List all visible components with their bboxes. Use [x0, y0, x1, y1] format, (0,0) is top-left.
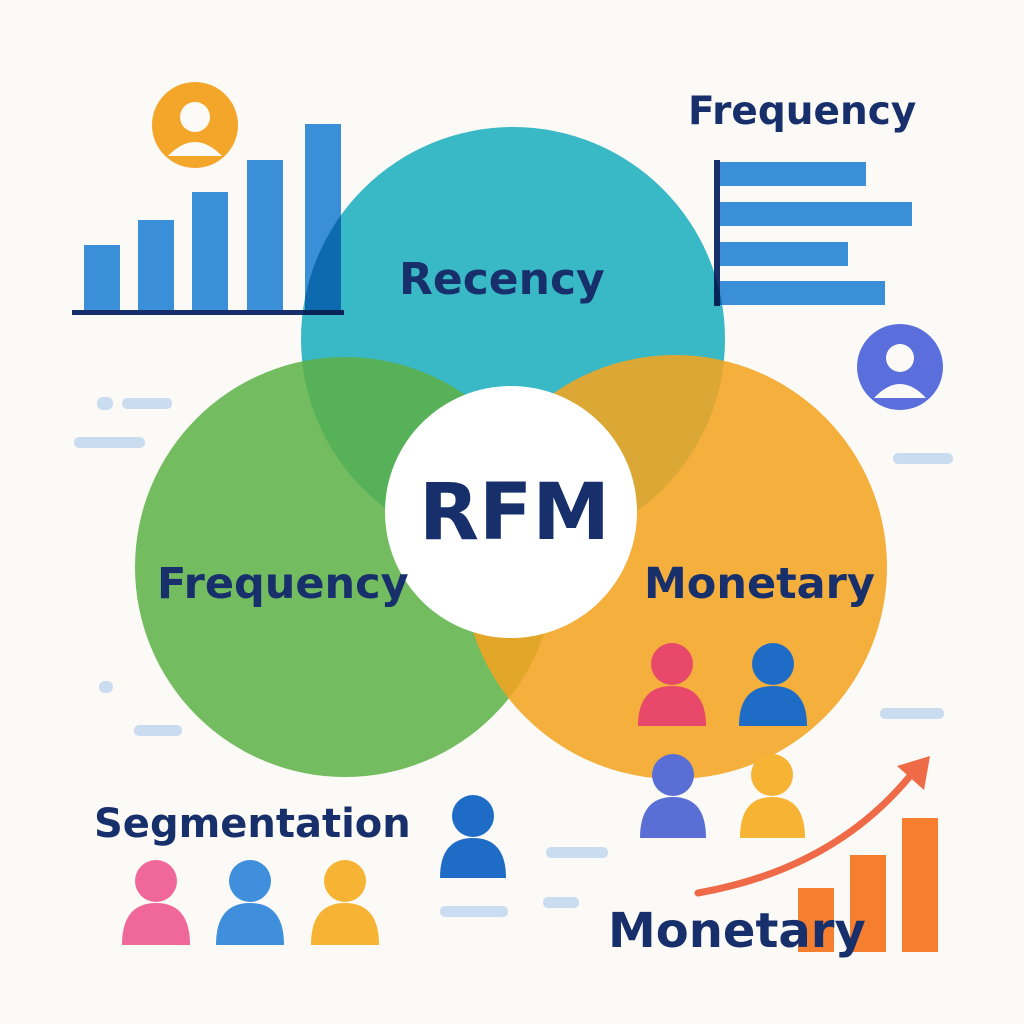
rfm-center-label: RFM — [419, 468, 610, 558]
user-avatar-icon — [857, 324, 943, 410]
horizontal-bar-chart-icon — [714, 160, 912, 306]
placeholder-lines — [74, 397, 953, 917]
person-icon — [440, 795, 506, 878]
person-icon — [638, 643, 706, 726]
rfm-center-circle — [385, 386, 637, 638]
hbar-axis — [714, 160, 720, 306]
monetary-circle-label: Monetary — [644, 559, 875, 609]
person-icon — [122, 860, 190, 945]
bar — [850, 855, 886, 952]
recency-label: Recency — [399, 254, 605, 305]
bar — [84, 245, 120, 311]
bar — [192, 192, 228, 311]
person-icon — [216, 860, 284, 945]
person-icon — [740, 754, 805, 838]
bar-chart-baseline — [72, 310, 344, 315]
hbar — [720, 162, 866, 186]
segmentation-label: Segmentation — [94, 801, 411, 847]
monetary-bottom-label: Monetary — [608, 903, 866, 959]
person-icon — [311, 860, 379, 945]
trend-arrow-icon — [694, 756, 930, 897]
person-icon — [640, 754, 706, 838]
frequency-top-label: Frequency — [688, 89, 917, 134]
hbar — [720, 242, 848, 266]
bar — [138, 220, 174, 311]
user-avatar-icon — [152, 82, 238, 168]
frequency-circle-label: Frequency — [157, 559, 409, 609]
hbar — [720, 202, 912, 226]
growth-bar-chart-icon — [798, 818, 938, 952]
bar — [798, 888, 834, 952]
hbar — [720, 281, 885, 305]
bar — [902, 818, 938, 952]
person-icon — [739, 643, 807, 726]
bar — [247, 160, 283, 311]
